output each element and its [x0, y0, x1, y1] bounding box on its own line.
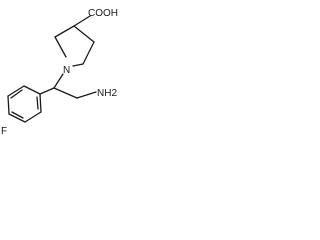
- bond-c2-c3: [54, 25, 75, 38]
- bond-ar-2: [24, 111, 42, 123]
- amine-label: NH2: [97, 88, 117, 99]
- molecule-drawing: COOH N NH2 F: [1, 8, 118, 137]
- bond-ar-3: [8, 113, 26, 123]
- bond-ch-phenyl: [39, 87, 55, 95]
- bond-ar-1: [39, 93, 42, 113]
- bond-ch2-nh2: [76, 91, 97, 99]
- bond-ring-carboxyl: [73, 15, 91, 27]
- bond-c3-c4: [73, 25, 95, 43]
- structure-diagram: COOH N NH2 F: [0, 0, 129, 137]
- bond-ar-4: [7, 95, 10, 115]
- ring-nitrogen-label: N: [63, 65, 70, 76]
- bond-n-ch: [53, 73, 64, 89]
- bond-c4-c5: [82, 41, 95, 65]
- carboxyl-label: COOH: [88, 8, 118, 19]
- bond-n-c2: [54, 36, 67, 58]
- bond-ch-ch2: [53, 87, 78, 99]
- bond-ar-double-a: [36, 96, 39, 110]
- bond-ar-double-c: [10, 89, 23, 99]
- fluorine-label: F: [1, 126, 7, 137]
- bond-ar-6: [23, 85, 41, 95]
- bond-ar-5: [7, 85, 25, 97]
- bond-ar-double-b: [11, 111, 24, 119]
- bond-c5-n: [72, 63, 84, 67]
